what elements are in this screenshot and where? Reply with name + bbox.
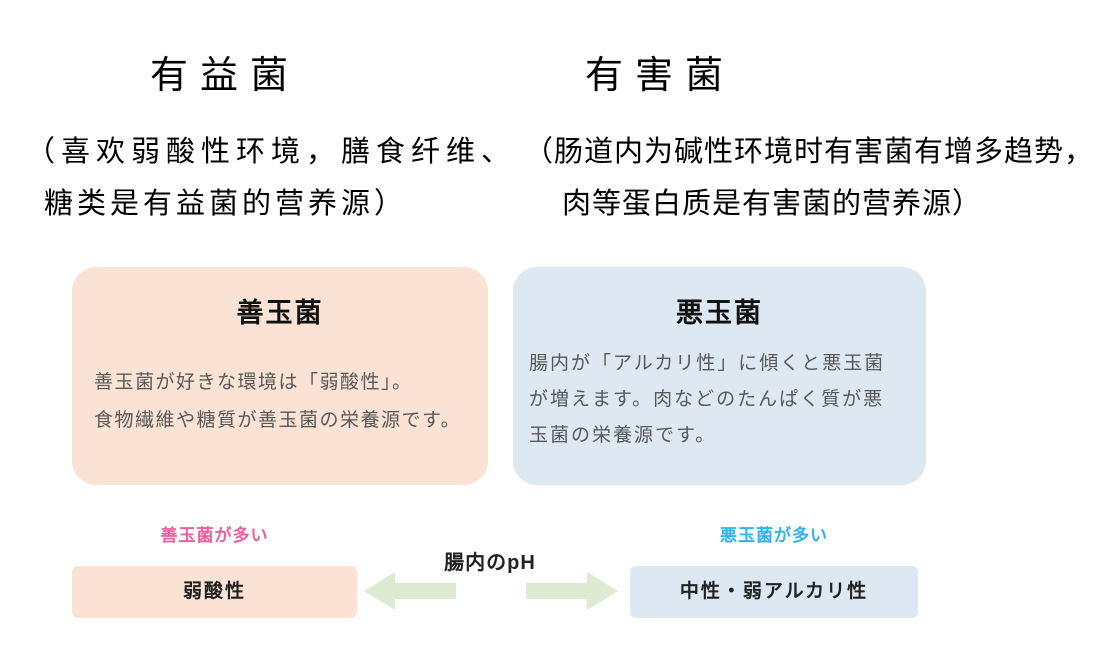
bad-bacteria-body-line-2: が増えます。肉などのたんぱく質が悪 (529, 389, 885, 410)
good-bacteria-body-line-2: 食物繊維や糖質が善玉菌の栄養源です。 (94, 410, 462, 431)
beneficial-bacteria-heading: 有益菌 (149, 55, 300, 97)
many-bad-bacteria-label: 悪玉菌が多い (720, 526, 828, 545)
bad-bacteria-body-line-3: 玉菌の栄養源です。 (529, 425, 717, 446)
bad-bacteria-card: 悪玉菌 腸内が「アルカリ性」に傾くと悪玉菌 が増えます。肉などのたんぱく質が悪 … (513, 267, 926, 485)
left-arrow-shape (364, 572, 456, 610)
many-good-bacteria-label: 善玉菌が多い (160, 526, 269, 545)
right-arrow-icon (526, 572, 618, 610)
harmful-description-line-2: 肉等蛋白质是有害菌的营养源） (562, 188, 983, 220)
right-arrow-shape (526, 572, 618, 610)
weak-acid-box: 弱酸性 (72, 566, 357, 618)
beneficial-description-line-1: （喜欢弱酸性环境，膳食纤维、 (26, 136, 517, 168)
harmful-bacteria-heading: 有害菌 (584, 55, 735, 97)
left-arrow-icon (364, 572, 456, 610)
good-bacteria-card: 善玉菌 善玉菌が好きな環境は「弱酸性」。 食物繊維や糖質が善玉菌の栄養源です。 (72, 267, 488, 485)
neutral-alkaline-box: 中性・弱アルカリ性 (630, 566, 918, 618)
good-bacteria-card-title: 善玉菌 (236, 298, 324, 328)
intestinal-ph-label: 腸内のpH (444, 552, 536, 574)
bad-bacteria-body-line-1: 腸内が「アルカリ性」に傾くと悪玉菌 (529, 353, 886, 374)
bad-bacteria-card-body: 腸内が「アルカリ性」に傾くと悪玉菌 が増えます。肉などのたんぱく質が悪 玉菌の栄… (529, 346, 885, 454)
bad-bacteria-card-title: 悪玉菌 (676, 298, 763, 328)
harmful-description-line-1: （肠道内为碱性环境时有害菌有增多趋势， (524, 136, 1095, 168)
good-bacteria-body-line-1: 善玉菌が好きな環境は「弱酸性」。 (94, 372, 413, 393)
beneficial-description-line-2: 糖类是有益菌的营养源） (44, 188, 408, 220)
good-bacteria-card-body: 善玉菌が好きな環境は「弱酸性」。 食物繊維や糖質が善玉菌の栄養源です。 (94, 364, 461, 440)
